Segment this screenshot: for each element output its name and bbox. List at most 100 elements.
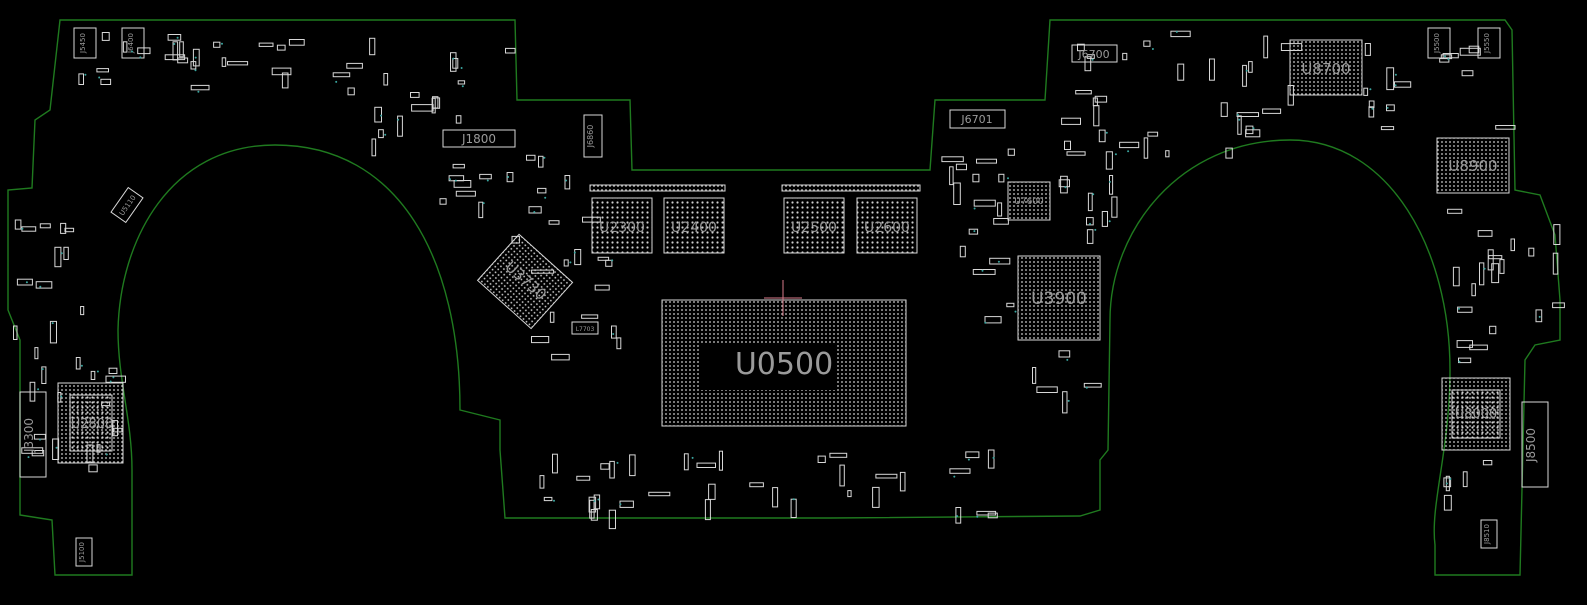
smd-footprint bbox=[790, 498, 797, 519]
connector-j1800[interactable]: J1800 bbox=[442, 129, 516, 148]
smd-footprint bbox=[590, 509, 598, 521]
memory-u2600[interactable]: U2600 bbox=[856, 197, 918, 254]
svg-text:J5100: J5100 bbox=[78, 542, 86, 563]
chip-u8000[interactable]: U8000 bbox=[1441, 377, 1511, 451]
connector-j6400[interactable]: J6400 bbox=[121, 27, 145, 59]
smd-footprint bbox=[997, 202, 1003, 217]
smd-footprint bbox=[455, 115, 462, 124]
chip-u2800[interactable]: U2800 bbox=[57, 382, 124, 464]
chip-u3900[interactable]: U3900 bbox=[1017, 255, 1101, 341]
connector-j6860[interactable]: J6860 bbox=[583, 114, 603, 158]
connector-j5500[interactable]: J5500 bbox=[1427, 27, 1451, 59]
smd-footprint bbox=[432, 96, 439, 109]
smd-footprint bbox=[987, 449, 995, 469]
smd-footprint bbox=[227, 61, 249, 66]
chip-u8900[interactable]: U8900 bbox=[1436, 137, 1510, 194]
connector-j8500[interactable]: J8500 bbox=[1521, 401, 1549, 488]
via-dot bbox=[1105, 131, 1108, 134]
smd-footprint bbox=[968, 228, 979, 235]
smd-footprint bbox=[1447, 208, 1463, 214]
smd-footprint bbox=[1528, 247, 1535, 257]
via-dot bbox=[611, 259, 614, 262]
via-dot bbox=[176, 36, 179, 39]
smd-footprint bbox=[41, 366, 47, 384]
smd-footprint bbox=[872, 486, 880, 508]
memory-u2300[interactable]: U2300 bbox=[591, 197, 653, 254]
smd-footprint bbox=[1262, 108, 1282, 114]
smd-footprint bbox=[1471, 283, 1476, 297]
via-dot bbox=[109, 380, 112, 383]
via-dot bbox=[39, 285, 42, 288]
smd-footprint bbox=[1363, 87, 1369, 96]
chip-u8700[interactable]: U8700 bbox=[1289, 39, 1363, 96]
smd-footprint bbox=[597, 256, 610, 261]
connector-j6700[interactable]: J6700 bbox=[1071, 44, 1118, 63]
label-u0500: U0500 bbox=[735, 347, 833, 382]
memory-u2500[interactable]: U2500 bbox=[783, 197, 845, 254]
smd-footprint bbox=[1479, 262, 1485, 286]
chip-u3730[interactable]: U3730 bbox=[476, 233, 574, 330]
smd-footprint bbox=[108, 367, 118, 375]
via-dot bbox=[1245, 69, 1248, 72]
connector-j8510[interactable]: J8510 bbox=[1480, 519, 1498, 549]
via-dot bbox=[953, 475, 956, 478]
smd-footprint bbox=[548, 220, 560, 225]
svg-text:J1800: J1800 bbox=[461, 132, 496, 146]
svg-text:J6400: J6400 bbox=[127, 33, 135, 54]
connector-j6701[interactable]: J6701 bbox=[949, 109, 1006, 129]
smd-footprint bbox=[718, 450, 724, 471]
via-dot bbox=[1458, 307, 1460, 310]
via-dot bbox=[1445, 482, 1448, 485]
connector-j5450[interactable]: J5450 bbox=[73, 27, 97, 59]
via-dot bbox=[1007, 177, 1009, 180]
smd-footprint bbox=[1147, 131, 1159, 137]
svg-text:U8000: U8000 bbox=[1455, 407, 1498, 422]
smd-footprint bbox=[1111, 196, 1118, 218]
smd-footprint bbox=[90, 370, 96, 380]
via-dot bbox=[41, 368, 44, 371]
smd-footprint bbox=[1062, 391, 1068, 414]
connector-j3300[interactable]: J3300 bbox=[19, 391, 47, 478]
smd-footprint bbox=[506, 172, 514, 183]
via-dot bbox=[80, 364, 83, 367]
inductor-l7703[interactable]: L7703 bbox=[571, 321, 599, 335]
smd-footprint bbox=[1098, 129, 1106, 143]
via-dot bbox=[973, 230, 976, 233]
smd-footprint bbox=[1077, 43, 1085, 52]
chip-u7600[interactable]: U7600 bbox=[1007, 181, 1051, 221]
cpu-u0500[interactable]: U0500 bbox=[661, 299, 907, 427]
via-dot bbox=[612, 333, 615, 335]
smd-footprint bbox=[1477, 230, 1493, 237]
smd-footprint bbox=[1456, 340, 1473, 348]
smd-footprint bbox=[538, 155, 544, 168]
via-dot bbox=[96, 370, 99, 373]
via-dot bbox=[967, 458, 970, 461]
smd-footprint bbox=[452, 58, 459, 69]
smd-footprint bbox=[35, 281, 53, 289]
smd-footprint bbox=[563, 259, 569, 267]
smd-footprint bbox=[78, 73, 85, 86]
via-dot bbox=[1444, 55, 1446, 58]
memory-u2400[interactable]: U2400 bbox=[663, 197, 725, 254]
smd-footprint bbox=[552, 453, 558, 474]
smd-footprint bbox=[1442, 53, 1459, 59]
smd-footprint bbox=[1177, 63, 1185, 81]
svg-text:J6701: J6701 bbox=[960, 113, 992, 126]
smd-footprint bbox=[1368, 106, 1375, 118]
via-dot bbox=[335, 80, 338, 83]
smd-footprint bbox=[1170, 30, 1191, 38]
smd-footprint bbox=[1242, 64, 1247, 87]
smd-footprint bbox=[1094, 95, 1108, 103]
smd-footprint bbox=[1457, 306, 1473, 313]
connector-j5550[interactable]: J5550 bbox=[1477, 27, 1501, 59]
smd-footprint bbox=[397, 115, 403, 137]
smd-footprint bbox=[581, 314, 599, 319]
smd-footprint bbox=[1468, 45, 1480, 54]
svg-text:U2500: U2500 bbox=[791, 220, 837, 236]
smd-footprint bbox=[847, 490, 852, 498]
connector-j5100[interactable]: J5100 bbox=[75, 537, 93, 567]
connector-u5110[interactable]: U5110 bbox=[110, 186, 144, 224]
via-dot bbox=[981, 269, 984, 272]
svg-text:J5550: J5550 bbox=[1483, 33, 1491, 54]
